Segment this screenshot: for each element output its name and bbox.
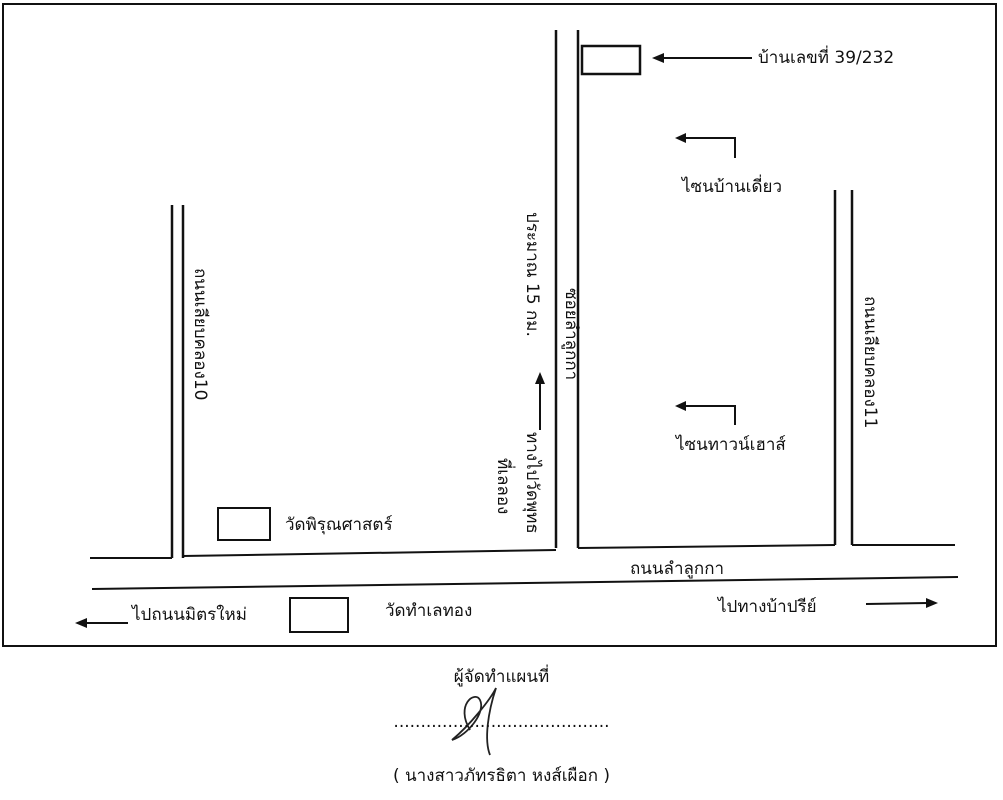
main-road-label: ถนนลำลูกกา <box>630 559 724 579</box>
signature-dots: ........................................ <box>393 712 610 732</box>
map-border <box>2 3 997 647</box>
alley-arrow-2-head <box>675 401 686 411</box>
road-edge-3 <box>577 544 836 549</box>
alley-arrow-2 <box>682 405 736 425</box>
road-edge-2 <box>182 549 557 557</box>
main-road-edge <box>91 576 959 590</box>
arrow-to-label-2: ที่เลลอง <box>493 458 516 514</box>
alley-arrow-1-head <box>675 133 686 143</box>
arrow-to-label: ทางไปวัดพุทธ <box>522 432 543 534</box>
to-right-label: ไปทางบ้าปรีย์ <box>716 596 817 617</box>
distance-note: ประมาณ 15 กม. <box>522 212 542 337</box>
alley-townhouse-label: ไซนทาวน์เฮาส์ <box>674 434 786 455</box>
alley-banlieo-label: ไซนบ้านเดี่ยว <box>680 174 782 197</box>
road-left-label: ถนนเลียบคลอง10 <box>190 268 210 400</box>
alley-arrow-1 <box>682 137 736 158</box>
road-right-label: ถนนเลียบคลอง11 <box>860 296 880 428</box>
distance-arrow-head <box>535 372 545 384</box>
soi-road-label: ซอยลำลูกกา <box>561 288 581 380</box>
temple-bottom-marker <box>289 597 349 633</box>
signature-name: ( นางสาวภัทรธิตา หงส์เผือก ) <box>392 766 611 786</box>
to-right-arrow-line <box>865 602 929 605</box>
house-arrow-head <box>652 53 664 63</box>
temple-left-label: วัดพิรุณศาสตร์ <box>285 515 393 535</box>
to-left-label: ไปถนนมิตรใหม่ <box>130 604 247 625</box>
to-right-arrow-head <box>926 598 938 608</box>
signature-scribble <box>451 687 497 756</box>
to-left-arrow-head <box>75 618 87 628</box>
house-number-label: บ้านเลขที่ 39/232 <box>758 45 894 68</box>
house-marker <box>580 44 642 76</box>
temple-left-marker <box>217 507 271 541</box>
signature-title: ผู้จัดทำแผนที่ <box>453 667 550 687</box>
temple-bottom-label: วัดทำเลทอง <box>385 601 472 621</box>
